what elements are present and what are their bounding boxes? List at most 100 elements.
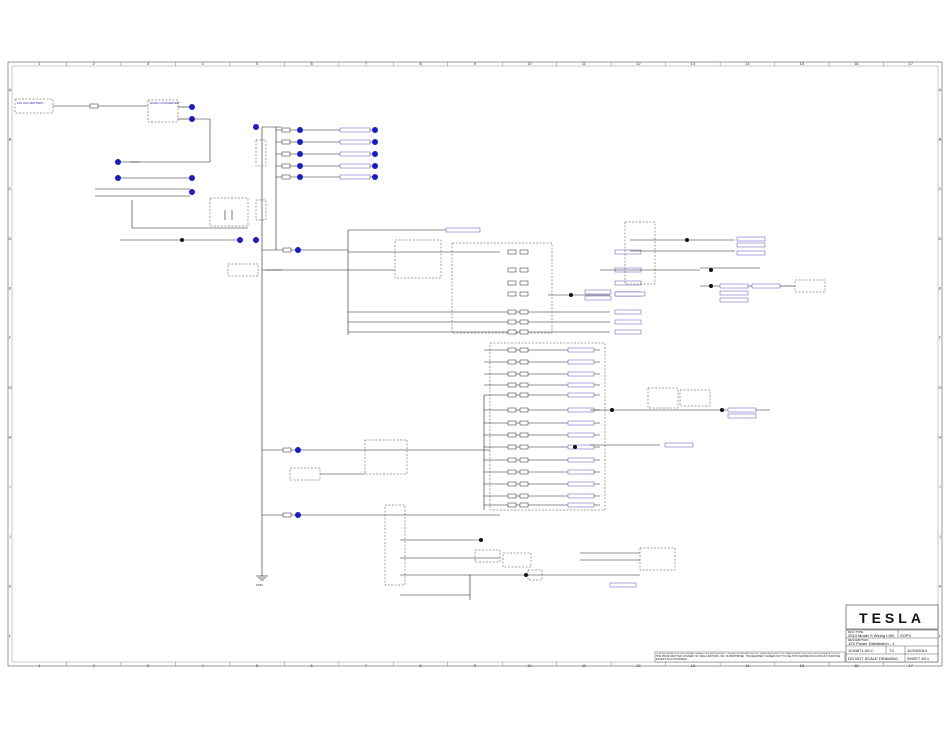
grid-col-label-bottom: 3 [147,663,150,668]
grid-col-label-top: 7 [365,61,368,66]
dc-dc-label: DC/DC CONVERTER [150,101,180,105]
main-bus: GND [256,126,282,587]
connector-pin [297,174,303,180]
fuse-symbol [507,280,517,286]
wire-label-box [567,392,595,398]
wire-label-box [614,329,642,335]
wire-label-box [567,359,595,365]
grid-col-label-bottom: 10 [527,663,532,668]
grid-col-label-top: 14 [745,61,750,66]
fuse-symbol [507,444,517,450]
grid-col-label-bottom: 2 [93,663,96,668]
wire-label-box [567,457,595,463]
grid-col-label-top: 16 [854,61,859,66]
grid-row-label-left: I [9,484,10,489]
grid-col-label-top: 5 [256,61,259,66]
fuse-symbol [507,493,517,499]
fuse-symbol [519,420,529,426]
grid-col-label-bottom: 6 [310,663,313,668]
fuse-symbol [519,319,529,325]
grid-col-label-bottom: 7 [365,663,368,668]
grid-col-label-top: 9 [474,61,477,66]
grid-row-label-left: D [9,236,12,241]
aux-battery-source: 12V AUX BATTERY DC/DC CONVERTER [14,98,211,163]
grid-row-label-left: B [9,137,12,142]
fuse-symbol [507,291,517,297]
wire-label-box [567,481,595,487]
fuse-symbol [519,382,529,388]
grid-col-label-top: 13 [691,61,696,66]
grid-col-label-bottom: 17 [909,663,914,668]
aux-battery-label: 12V AUX BATTERY [17,101,44,105]
grid-col-label-bottom: 16 [854,663,859,668]
sheet-inner-border [11,65,939,663]
grid-row-label-right: B [939,137,942,142]
wire-label-box [614,309,642,315]
connector-pin [372,139,378,145]
fuse-symbol [519,457,529,463]
wire-label-box [614,280,642,286]
title-block: TESLA DOC TYPE 2014 Model S Wiring LHD S… [654,604,939,663]
grid-row-label-right: J [939,534,941,539]
upper-distribution [227,227,610,335]
grid-col-label-bottom: 11 [582,663,587,668]
fuse-symbol [507,329,517,335]
right-upper-group [600,221,826,303]
date: 12/24/2014 [907,648,928,653]
fuse-symbol [507,432,517,438]
grid-row-label-right: I [939,484,940,489]
grid-col-label-bottom: 13 [691,663,696,668]
wire-label-box [567,502,595,508]
grid-col-label-top: 10 [527,61,532,66]
grid-row-label-left: A [9,87,12,92]
connector-pin [372,151,378,157]
fuse-symbol [507,371,517,377]
grid-row-label-left: L [9,633,12,638]
lower-distribution [282,504,676,600]
fuse-symbol [507,382,517,388]
fuse-symbol [281,139,291,145]
fuse-symbol [519,291,529,297]
grid-col-label-bottom: 1 [38,663,41,668]
fuse-symbol [507,267,517,273]
grid-col-label-top: 3 [147,61,150,66]
description: 12V Power Distribution - 1 [848,641,895,646]
wire-label-box [567,432,595,438]
sheet-number: SHEET 40.1 [907,656,930,661]
top-fuse-group [253,124,378,243]
fuse-symbol [507,457,517,463]
grid-col-label-bottom: 12 [636,663,641,668]
fuse-symbol [519,392,529,398]
grid-row-label-left: G [8,385,11,390]
grid-col-label-top: 2 [93,61,96,66]
grid-row-label-left: C [9,186,12,191]
grid-col-label-bottom: 8 [419,663,422,668]
wire-label-box [567,493,595,499]
fuse-symbol [519,432,529,438]
grid-col-label-top: 1 [38,61,41,66]
fuse-symbol [281,127,291,133]
fuse-symbol [519,481,529,487]
grid-col-label-bottom: 14 [745,663,750,668]
wire-label-box [567,371,595,377]
grid-col-label-bottom: 5 [256,663,259,668]
fuse-symbol [507,469,517,475]
fuse-symbol [519,359,529,365]
connector-pin [372,127,378,133]
grid-row-label-left: H [9,435,12,440]
grid-row-label-right: L [939,633,942,638]
sheet-border [7,61,943,667]
grid-col-label-bottom: 9 [474,663,477,668]
grid-col-label-bottom: 15 [800,663,805,668]
fuse-symbol [507,249,517,255]
fuse-symbol [519,469,529,475]
wire-label-box [339,163,371,169]
grid-row-label-right: K [939,584,942,589]
tesla-logo: TESLA [859,610,925,626]
wire-label-box [567,420,595,426]
wire-label-box [567,382,595,388]
grid-row-label-left: K [9,584,12,589]
